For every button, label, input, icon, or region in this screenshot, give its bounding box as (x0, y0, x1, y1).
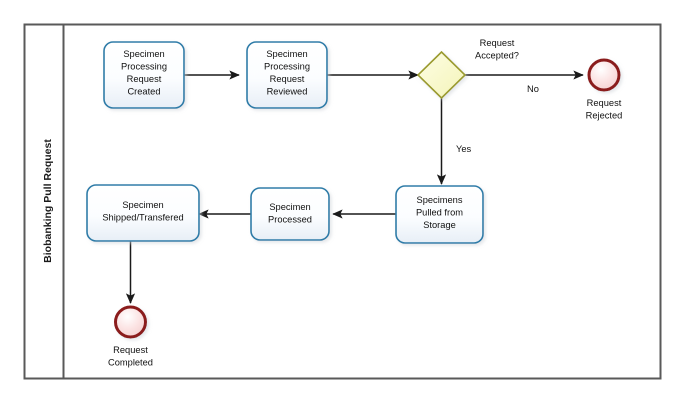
task-label-line-2: Shipped/Transfered (102, 213, 183, 223)
task-specimens-pulled-from-storage[interactable]: Specimens Pulled from Storage (395, 185, 484, 244)
task-label-line-3: Request (127, 74, 162, 84)
end-event-label-line-2: Completed (108, 358, 153, 368)
task-box[interactable] (395, 185, 484, 244)
task-box[interactable] (246, 41, 328, 109)
task-box[interactable] (103, 41, 185, 109)
sequence-flows (125, 70, 584, 304)
end-event-request-completed[interactable]: Request Completed (108, 305, 153, 368)
exclusive-gateway-icon[interactable] (416, 50, 467, 100)
task-specimen-processing-request-reviewed[interactable]: Specimen Processing Request Reviewed (246, 41, 328, 109)
task-label-line-3: Storage (423, 220, 456, 230)
task-label-line-3: Request (270, 74, 305, 84)
gateway-request-accepted[interactable]: Request Accepted? (416, 38, 519, 100)
task-label-line-1: Specimen (123, 49, 164, 59)
task-label-line-2: Processed (268, 215, 312, 225)
task-label-line-1: Specimen (269, 202, 310, 212)
task-label-line-2: Pulled from (416, 208, 463, 218)
lane-title-label: Biobanking Pull Request (42, 139, 54, 263)
flow-label-no: No (527, 84, 539, 94)
flow-label-yes: Yes (456, 144, 472, 154)
task-label-line-1: Specimen (122, 200, 163, 210)
task-label-line-2: Processing (264, 62, 310, 72)
gateway-label-line-1: Request (480, 38, 515, 48)
task-label-line-1: Specimens (417, 195, 463, 205)
gateway-label-line-2: Accepted? (475, 51, 519, 61)
task-label-line-1: Specimen (266, 49, 307, 59)
task-label-line-4: Created (127, 87, 160, 97)
task-specimen-processing-request-created[interactable]: Specimen Processing Request Created (103, 41, 185, 109)
end-event-circle[interactable] (114, 305, 147, 339)
task-specimen-shipped-transfered[interactable]: Specimen Shipped/Transfered (86, 184, 200, 242)
end-event-circle[interactable] (587, 58, 621, 92)
task-label-line-4: Reviewed (267, 87, 308, 97)
task-box[interactable] (250, 187, 330, 241)
task-label-line-2: Processing (121, 62, 167, 72)
task-box[interactable] (86, 184, 200, 242)
end-event-request-rejected[interactable]: Request Rejected (586, 58, 623, 121)
lane-header: Biobanking Pull Request (42, 139, 54, 263)
flow-labels: No Yes (456, 84, 539, 154)
end-event-label-line-1: Request (113, 345, 148, 355)
end-event-label-line-2: Rejected (586, 111, 623, 121)
end-event-label-line-1: Request (587, 98, 622, 108)
task-specimen-processed[interactable]: Specimen Processed (250, 187, 330, 241)
